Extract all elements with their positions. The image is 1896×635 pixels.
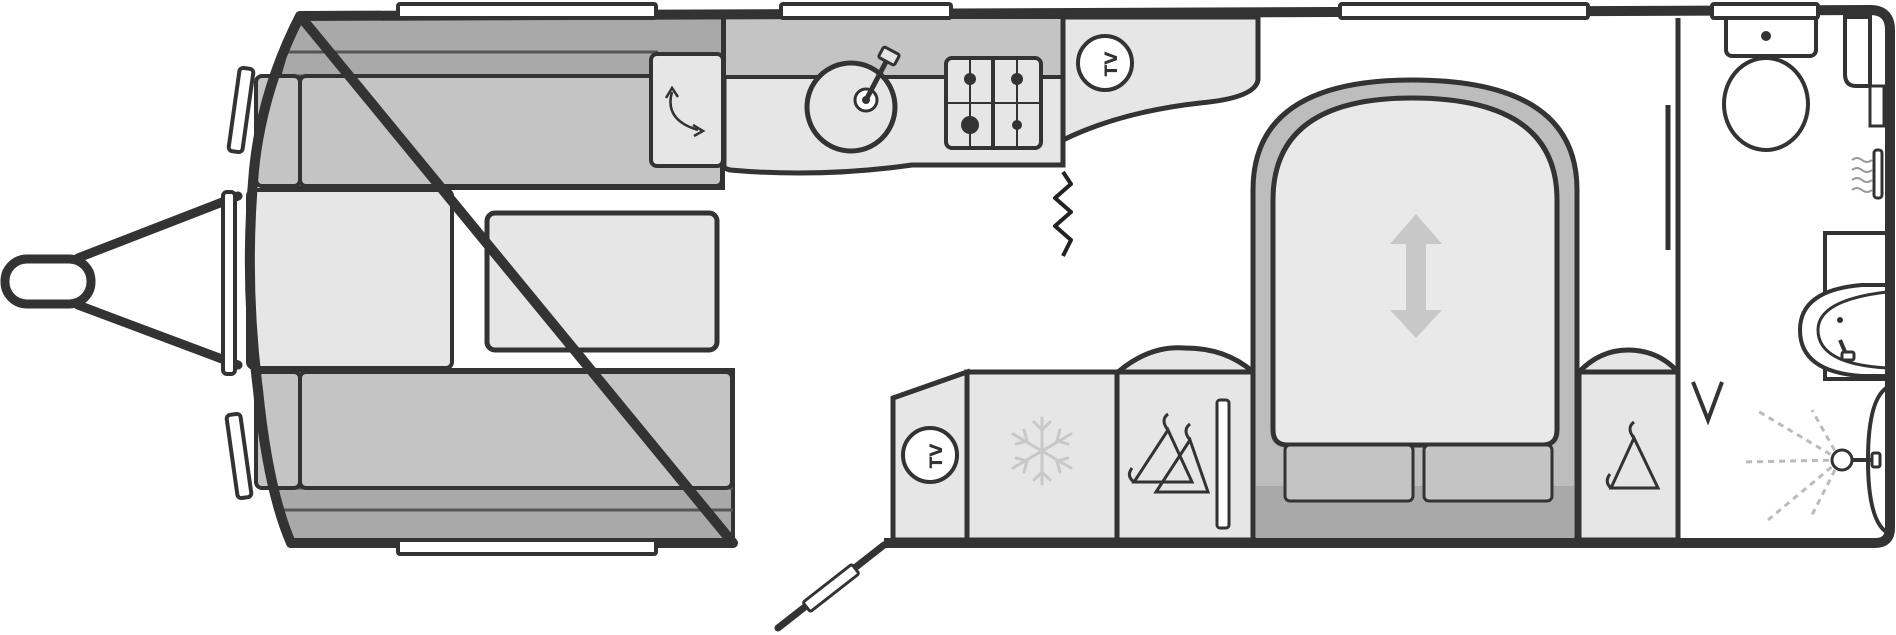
bedroom-wardrobe[interactable] bbox=[1576, 369, 1681, 543]
tv-icon: TV bbox=[1076, 34, 1134, 92]
fridge-freezer-icon bbox=[1011, 416, 1073, 486]
basin-icon bbox=[1797, 231, 1889, 381]
wardrobe-top-cap bbox=[1116, 345, 1255, 374]
wardrobe[interactable] bbox=[1114, 369, 1256, 543]
tap-icon bbox=[1691, 381, 1724, 426]
hitch-coupling bbox=[0, 254, 96, 309]
front-windows bbox=[221, 65, 256, 501]
a-frame-hitch bbox=[73, 191, 243, 370]
door-icon bbox=[664, 85, 706, 138]
side-windows bbox=[396, 2, 1820, 556]
bed-drawer-right[interactable] bbox=[1422, 443, 1554, 503]
hanging-wardrobe-icon bbox=[1605, 420, 1661, 490]
toilet-icon bbox=[1722, 12, 1818, 152]
tv-icon: TV bbox=[901, 426, 959, 484]
sink-icon bbox=[804, 45, 901, 154]
bed-drawer-left[interactable] bbox=[1283, 443, 1415, 503]
hob-icon bbox=[944, 56, 1043, 150]
tv-label-top: TV bbox=[1102, 51, 1122, 77]
towel-rail bbox=[1872, 148, 1884, 200]
bedroom-wardrobe-cap bbox=[1577, 347, 1680, 374]
shower-icon bbox=[1741, 408, 1882, 522]
bed-resize-arrow-icon bbox=[1390, 214, 1442, 338]
outer-wall bbox=[244, 5, 1895, 548]
door-step bbox=[774, 541, 888, 632]
washroom-partition bbox=[1665, 18, 1681, 372]
hanging-wardrobe-icon bbox=[1127, 412, 1211, 494]
washroom-cabinet bbox=[1843, 15, 1872, 88]
heater-icon bbox=[1053, 170, 1073, 257]
washroom-cabinet-edge bbox=[1868, 84, 1886, 128]
towel-rail-icon bbox=[1851, 157, 1873, 193]
front-chest bbox=[246, 188, 454, 370]
kitchen-cupboard-door[interactable] bbox=[649, 52, 725, 168]
tv-label-bottom: TV bbox=[927, 443, 947, 469]
wardrobe-mirror bbox=[1215, 398, 1231, 530]
